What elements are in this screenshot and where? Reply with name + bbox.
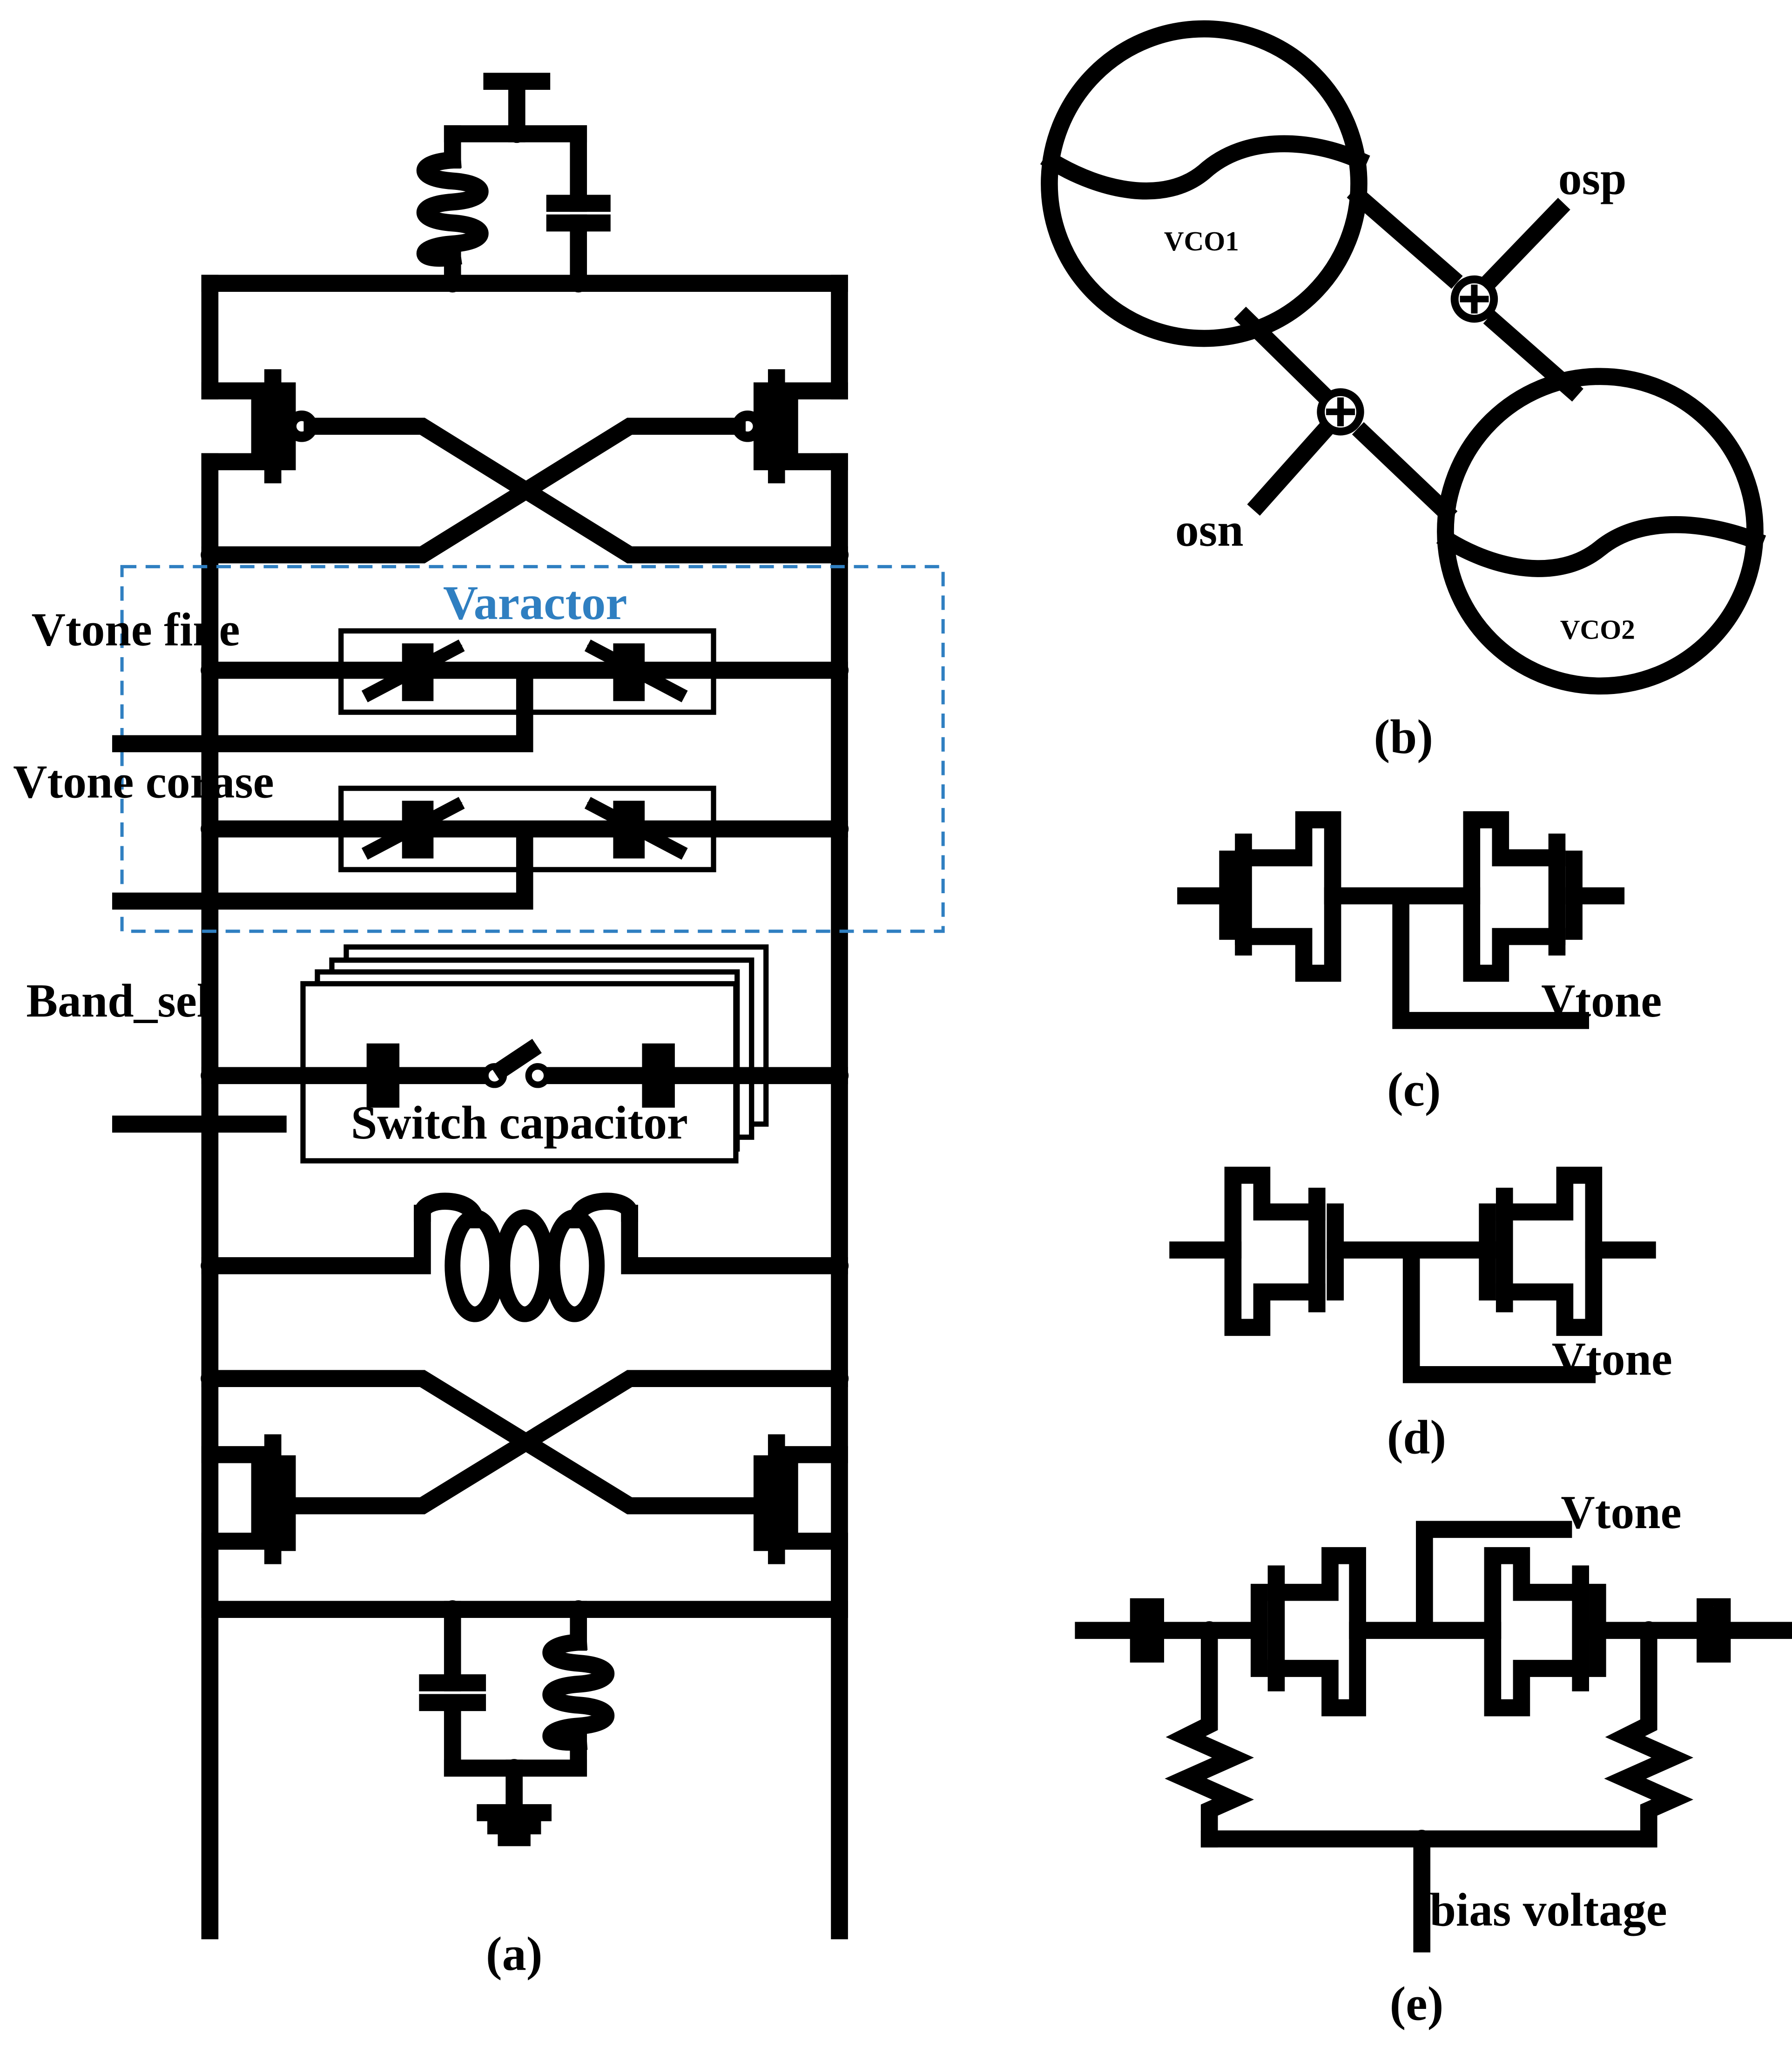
varactor-coarse — [112, 785, 849, 910]
bottom-tank — [419, 1600, 614, 1846]
d-vtone-label: Vtone — [1552, 1333, 1672, 1385]
caption-e: (e) — [1390, 1977, 1444, 2031]
caption-c: (c) — [1387, 1063, 1441, 1117]
vco1-circle — [1041, 20, 1368, 347]
panel-c-varactor-variant: Vtone (c) — [1177, 811, 1662, 1117]
c-vtone-label: Vtone — [1541, 975, 1662, 1027]
cross-couple-n2 — [277, 1370, 848, 1515]
band-sel-label: Band_sel — [26, 975, 210, 1027]
switch-capacitor-bank: Switch capacitor — [112, 944, 849, 1164]
panel-e-biased-varactor: Vtone bias voltage (e) — [1075, 1486, 1792, 2031]
panel-a-cross-coupled-lc-vco: Varactor Vtone fine Vtone corase Band — [13, 73, 945, 1981]
vco1-waveform — [1040, 135, 1370, 200]
vco2-label: VCO2 — [1560, 614, 1635, 645]
e-left-resistor — [1165, 1622, 1254, 1848]
top-tank-inductor — [416, 151, 488, 267]
bottom-tank-capacitor — [419, 1674, 486, 1711]
e-vtone-label: Vtone — [1561, 1486, 1681, 1538]
varactor-label: Varactor — [443, 576, 627, 630]
varactor-region-box — [120, 565, 945, 933]
caption-d: (d) — [1387, 1410, 1446, 1464]
vco1-label: VCO1 — [1164, 226, 1239, 256]
pmos-pair — [201, 369, 849, 564]
cross-couple-p2 — [201, 418, 746, 564]
d-vtone-control-line — [1402, 1254, 1596, 1383]
e-vtone-control-line — [1416, 1521, 1572, 1625]
c-right-device — [1463, 811, 1566, 982]
summer-osn — [1317, 388, 1364, 436]
vco2-waveform — [1436, 516, 1766, 577]
top-tank-capacitor — [546, 195, 611, 232]
vtone-fine-label: Vtone fine — [32, 603, 240, 655]
top-tank — [416, 124, 611, 293]
c-vtone-control-line — [1392, 900, 1590, 1029]
switch-capacitor-label: Switch capacitor — [351, 1097, 688, 1149]
e-right-device — [1484, 1547, 1590, 1717]
d-right-device — [1496, 1166, 1603, 1336]
tank-inductor — [201, 1192, 849, 1322]
nmos-pair — [201, 1369, 849, 1564]
panel-b-coupled-vcos: VCO1 VCO2 osp osn (b) — [1040, 20, 1766, 764]
e-left-device — [1267, 1547, 1366, 1717]
osn-label: osn — [1175, 504, 1244, 556]
vtone-coarse-label: Vtone corase — [13, 755, 274, 808]
vtone-coarse-control-line — [112, 833, 533, 910]
bottom-tank-inductor — [542, 1633, 614, 1751]
vtone-fine-control-line — [112, 676, 533, 753]
panel-d-varactor-variant: Vtone (d) — [1169, 1166, 1672, 1464]
e-bias-label: bias voltage — [1430, 1884, 1667, 1936]
ground-symbol — [477, 1804, 552, 1846]
caption-a: (a) — [486, 1927, 543, 1981]
summer-osp — [1450, 275, 1498, 323]
d-left-device — [1224, 1166, 1326, 1336]
side-rails — [201, 453, 848, 1940]
osp-label: osp — [1558, 152, 1627, 204]
varactor-fine — [112, 628, 849, 753]
c-left-device — [1235, 811, 1341, 982]
caption-b: (b) — [1374, 710, 1433, 764]
switch-symbol — [490, 1038, 542, 1081]
e-right-resistor — [1604, 1622, 1694, 1848]
